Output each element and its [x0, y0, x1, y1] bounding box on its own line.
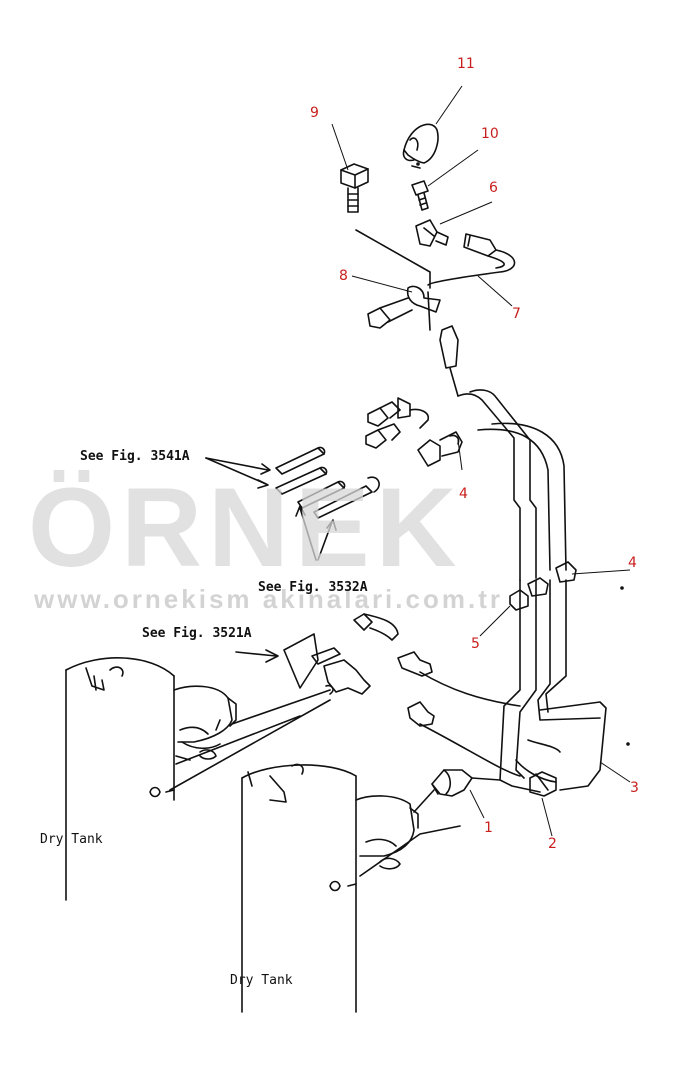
- watermark-url-head: www.orneki: [34, 584, 209, 614]
- watermark-url: www.ornekism akinalari.com.tr: [34, 584, 503, 615]
- callout-5: 5: [471, 636, 480, 652]
- part-4-fitting-upper: [417, 431, 463, 467]
- callout-4-upper: 4: [459, 486, 468, 502]
- callout-9: 9: [310, 105, 319, 121]
- part-11-clip: [402, 123, 439, 169]
- callout-3: 3: [630, 780, 639, 796]
- callout-6: 6: [489, 180, 498, 196]
- upper-fittings: [365, 397, 430, 449]
- part-3-pipe-bundle: [419, 389, 607, 793]
- part-4-fitting-lower: [555, 561, 577, 583]
- part-10-fitting: [411, 180, 429, 211]
- label-upper-dry-tank: Dry Tank: [40, 832, 103, 847]
- part-2-fitting: [529, 771, 557, 797]
- part-7-hose: [427, 233, 516, 286]
- ref-fig-3541a: See Fig. 3541A: [80, 449, 190, 464]
- callout-10: 10: [481, 126, 499, 142]
- part-1-fitting: [431, 769, 501, 797]
- part-5-fitting: [509, 577, 549, 611]
- part-8-clamp: [367, 285, 441, 329]
- callout-1: 1: [484, 820, 493, 836]
- callout-7: 7: [512, 306, 521, 322]
- part-9-bolt: [340, 163, 369, 213]
- part-6-elbow: [415, 219, 449, 247]
- callout-4-lower: 4: [628, 555, 637, 571]
- watermark-url-tail: sm akinalari.com.tr: [208, 584, 503, 614]
- label-lower-dry-tank: Dry Tank: [230, 973, 293, 988]
- upper-dry-tank: [65, 657, 331, 901]
- leader-lines: [331, 85, 631, 837]
- callout-8: 8: [339, 268, 348, 284]
- callout-11: 11: [457, 56, 475, 72]
- bracket-3521: [235, 613, 435, 727]
- lower-dry-tank: [241, 763, 461, 1013]
- watermark-word: ÖRNEK: [28, 465, 463, 590]
- ref-fig-3532a: See Fig. 3532A: [258, 580, 368, 595]
- callout-2: 2: [548, 836, 557, 852]
- tee-fitting: [311, 647, 371, 695]
- ref-fig-3521a: See Fig. 3521A: [142, 626, 252, 641]
